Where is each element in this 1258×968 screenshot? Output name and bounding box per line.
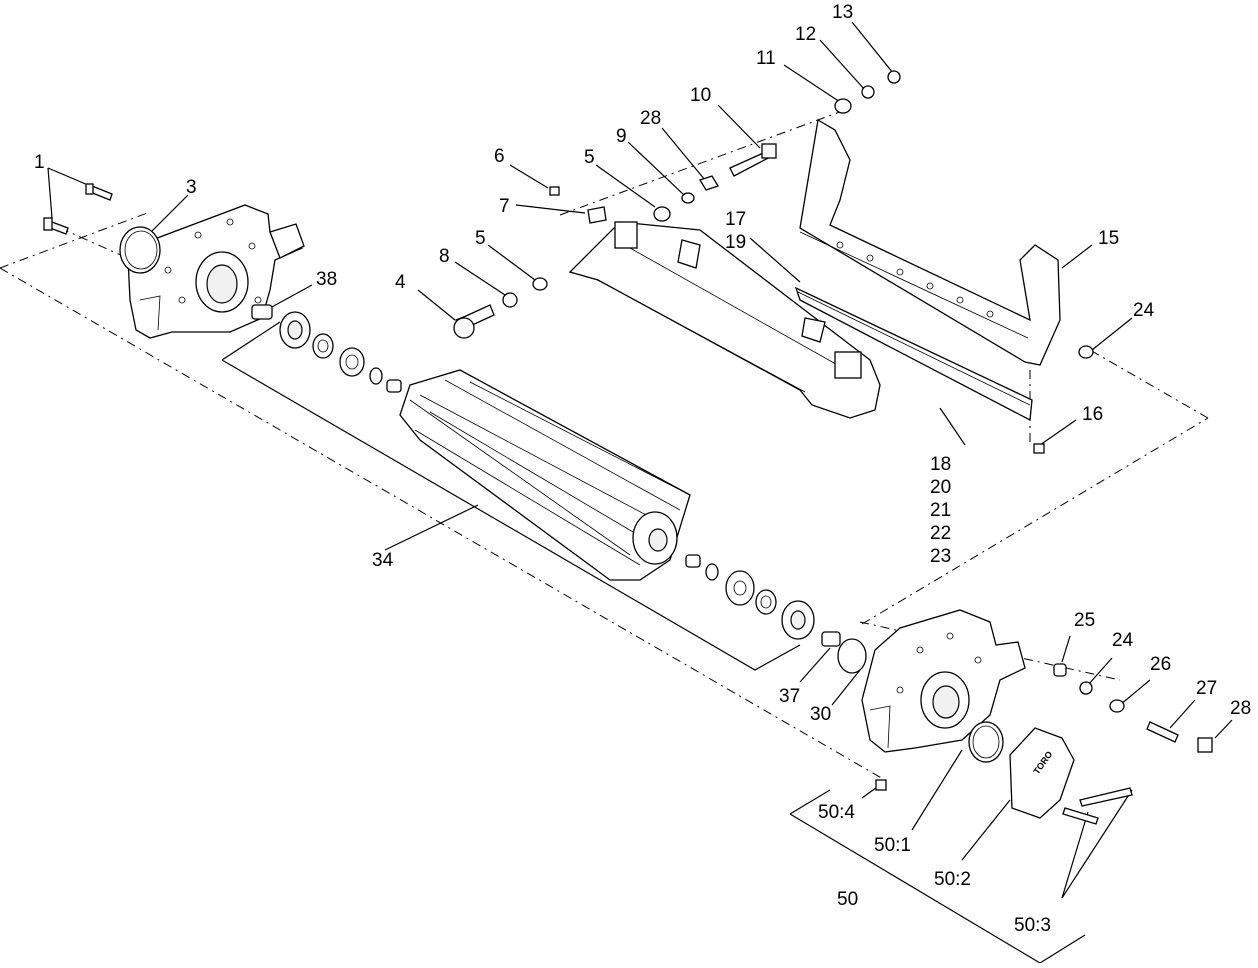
right-bearing-stack <box>685 554 867 674</box>
callout-38: 38 <box>316 269 337 290</box>
callout-21: 21 <box>930 500 951 521</box>
callout-16: 16 <box>1082 404 1103 425</box>
right-plate-hardware: TORO <box>875 663 1213 825</box>
callout-17: 17 <box>725 209 746 230</box>
callout-7: 7 <box>499 196 510 217</box>
callout-25: 25 <box>1074 610 1095 631</box>
callout-28b: 28 <box>1230 698 1251 719</box>
callout-6: 6 <box>494 146 505 167</box>
leader-lines <box>47 21 1233 899</box>
callout-50: 50 <box>837 889 858 910</box>
callout-28a: 28 <box>640 108 661 129</box>
left-side-plate <box>127 204 305 339</box>
callout-24a: 24 <box>1133 300 1155 321</box>
callout-26: 26 <box>1150 654 1171 675</box>
callout-20: 20 <box>930 477 951 498</box>
callout-13: 13 <box>832 2 853 23</box>
callout-1: 1 <box>34 152 45 173</box>
frame-bar <box>568 221 881 419</box>
callout-4: 4 <box>395 272 406 293</box>
callout-8: 8 <box>439 246 450 267</box>
callout-50-3: 50:3 <box>1014 915 1051 936</box>
callout-50-1: 50:1 <box>874 835 911 856</box>
screws-left <box>43 183 113 235</box>
callout-10: 10 <box>690 85 711 106</box>
callout-9: 9 <box>616 126 627 147</box>
callout-12: 12 <box>795 24 816 45</box>
callout-3: 3 <box>186 177 197 198</box>
callout-18: 18 <box>930 454 951 475</box>
callout-27: 27 <box>1196 678 1217 699</box>
reel <box>399 369 691 581</box>
callout-50-4: 50:4 <box>818 802 855 823</box>
frame-hardware <box>453 70 901 339</box>
callout-22: 22 <box>930 523 951 544</box>
bedknife-bar <box>794 118 1061 422</box>
right-side-plate <box>861 609 1026 753</box>
callout-19: 19 <box>725 232 746 253</box>
callout-50-2: 50:2 <box>934 869 971 890</box>
callout-labels: 1 3 4 5 5 6 7 8 9 10 11 12 13 15 16 17 1… <box>34 2 1251 936</box>
callout-23: 23 <box>930 546 951 567</box>
callout-30: 30 <box>810 704 831 725</box>
bedknife-screw <box>1033 345 1094 454</box>
callout-24b: 24 <box>1112 630 1134 651</box>
callout-15: 15 <box>1098 228 1119 249</box>
o-ring-left <box>119 226 161 274</box>
callout-37: 37 <box>779 686 800 707</box>
callout-34: 34 <box>372 550 394 571</box>
callout-5b: 5 <box>584 147 595 168</box>
callout-11: 11 <box>756 48 776 69</box>
callout-5a: 5 <box>475 228 486 249</box>
left-bearing-stack <box>251 304 402 393</box>
